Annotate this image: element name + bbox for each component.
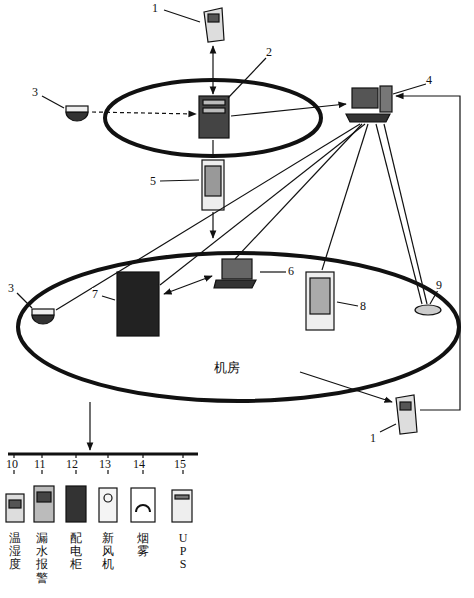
room-label: 机房 (214, 359, 240, 377)
callout-number: 8 (360, 300, 366, 312)
device-name: 配电柜 (70, 532, 82, 572)
device-name: 新风机 (102, 532, 114, 572)
device-name: 温湿度 (9, 532, 21, 572)
fresh-air-unit (99, 488, 117, 522)
power-cabinet (66, 486, 86, 522)
callout-number: 2 (266, 46, 272, 58)
computer-workstation (346, 86, 392, 122)
callout-number: 4 (426, 74, 432, 86)
equipment-cabinet (117, 272, 159, 336)
room-boundary: 机房 (15, 250, 462, 404)
camera (32, 309, 54, 324)
callout-number: 9 (436, 279, 442, 291)
leak-alarm (34, 486, 54, 522)
server-rack (306, 272, 334, 330)
laptop (214, 259, 256, 288)
callout-number: 12 (66, 458, 78, 470)
callout-number: 6 (288, 265, 294, 277)
callout-number: 10 (6, 458, 18, 470)
callout-number: 11 (34, 458, 46, 470)
camera (66, 106, 88, 121)
callout-number: 1 (152, 2, 158, 14)
network-rack (202, 160, 224, 210)
smoke-detector (131, 488, 155, 522)
ups-unit (172, 490, 192, 522)
callout-number: 1 (370, 432, 376, 444)
handheld-terminal (396, 395, 417, 434)
callout-number: 7 (92, 288, 98, 300)
handheld-terminal (204, 8, 224, 42)
humidity-sensor (6, 494, 24, 522)
ellipse-outline (15, 250, 462, 404)
device-name: 烟雾 (137, 532, 149, 558)
callout-number: 15 (174, 458, 186, 470)
callout-number: 3 (8, 282, 14, 294)
callout-number: 13 (99, 458, 111, 470)
device-name: UPS (177, 532, 189, 572)
server-tower (199, 96, 229, 138)
callout-number: 14 (133, 458, 145, 470)
callout-number: 3 (32, 86, 38, 98)
callout-number: 5 (150, 175, 156, 187)
sensor-device (415, 305, 441, 315)
device-name: 漏水报警 (36, 532, 48, 585)
